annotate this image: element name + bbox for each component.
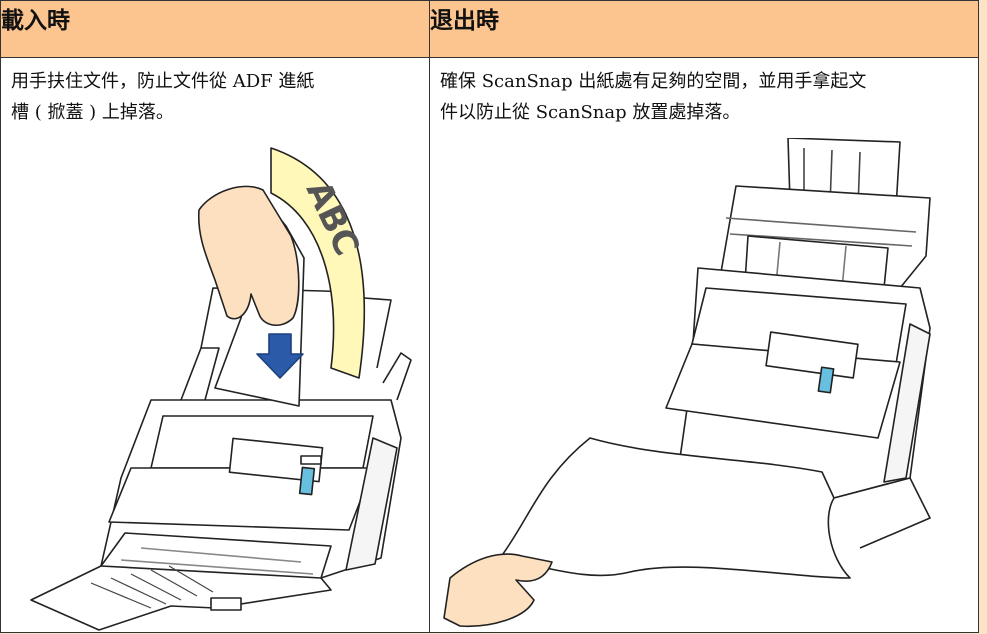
scan-button-icon	[298, 466, 316, 496]
header-loading: 載入時	[0, 0, 430, 58]
ejecting-description: 確保 ScanSnap 出紙處有足夠的空間，並用手拿起文 件以防止從 ScanS…	[430, 58, 978, 128]
cell-ejecting: 確保 ScanSnap 出紙處有足夠的空間，並用手拿起文 件以防止從 ScanS…	[429, 57, 979, 633]
ejected-paper	[499, 437, 851, 579]
hand-icon	[197, 185, 300, 326]
hand-icon-2	[443, 553, 553, 628]
ejecting-text-line-1: 確保 ScanSnap 出紙處有足夠的空間，並用手拿起文	[440, 71, 867, 92]
insert-arrow-icon	[256, 333, 304, 379]
header-ejecting: 退出時	[429, 0, 979, 58]
loading-text-line-2: 槽 ( 掀蓋 ) 上掉落。	[11, 102, 174, 123]
loading-text-line-1: 用手扶住文件，防止文件從 ADF 進紙	[11, 71, 315, 92]
ejecting-text-line-2: 件以防止從 ScanSnap 放置處掉落。	[440, 102, 741, 123]
loading-description: 用手扶住文件，防止文件從 ADF 進紙 槽 ( 掀蓋 ) 上掉落。	[1, 58, 429, 128]
loading-illustration: ABC	[30, 147, 412, 631]
paper-curl-yellow	[270, 147, 366, 379]
scan-button-icon-2	[817, 366, 835, 394]
ejecting-illustration	[443, 138, 931, 628]
cell-loading: 用手扶住文件，防止文件從 ADF 進紙 槽 ( 掀蓋 ) 上掉落。	[0, 57, 430, 633]
